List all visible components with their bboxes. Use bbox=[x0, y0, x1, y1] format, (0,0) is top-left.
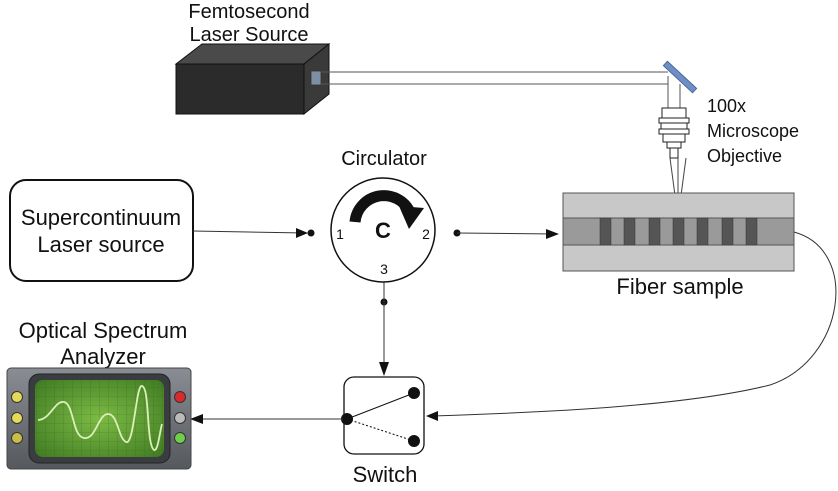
osa-label-line2: Analyzer bbox=[60, 344, 146, 369]
circulator-label: Circulator bbox=[341, 148, 427, 170]
led-right-green bbox=[174, 432, 186, 444]
port1-label: 1 bbox=[336, 226, 344, 242]
fiber-sample-label: Fiber sample bbox=[616, 274, 743, 299]
objective-label-line1: 100x bbox=[707, 96, 746, 116]
osa-label-line1: Optical Spectrum bbox=[19, 318, 188, 343]
mirror-icon bbox=[662, 60, 698, 94]
supercontinuum-source-box bbox=[9, 179, 194, 282]
fiber-sample bbox=[562, 192, 795, 272]
laser-aperture bbox=[310, 70, 322, 86]
led-left-3 bbox=[11, 432, 23, 444]
led-left-1 bbox=[11, 391, 23, 403]
optical-switch-icon bbox=[341, 376, 425, 455]
port1-connector bbox=[307, 229, 315, 237]
circulator-symbol: C bbox=[375, 218, 391, 243]
laser-beam bbox=[321, 71, 681, 110]
microscope-objective-icon bbox=[658, 107, 690, 159]
led-right-grey bbox=[174, 412, 186, 424]
fiber-link-source-to-circulator bbox=[192, 230, 306, 234]
arrow-into-switch-right bbox=[426, 411, 438, 421]
port2-label: 2 bbox=[422, 226, 430, 242]
laser-top-face bbox=[174, 43, 331, 65]
circular-arrow-icon bbox=[349, 190, 424, 229]
laser-front-face bbox=[175, 63, 305, 115]
arrow-into-switch-top bbox=[379, 362, 389, 376]
port3-label: 3 bbox=[380, 261, 388, 277]
led-left-2 bbox=[11, 412, 23, 424]
arrow-into-fiber-sample bbox=[546, 229, 559, 239]
fiber-link-circulator-to-sample bbox=[456, 232, 556, 235]
supercontinuum-label-line2: Laser source bbox=[37, 232, 164, 257]
supercontinuum-label-line1: Supercontinuum bbox=[21, 205, 181, 230]
osa-trace bbox=[37, 385, 163, 451]
grating-marks bbox=[599, 217, 758, 246]
fiber-link-sample-to-switch bbox=[431, 231, 837, 417]
arrow-into-port1 bbox=[296, 228, 308, 238]
osa-screen-grid bbox=[35, 380, 164, 457]
led-right-red bbox=[174, 391, 186, 403]
laser-label-line2: Laser Source bbox=[190, 24, 309, 46]
objective-label-line2: Microscope bbox=[707, 121, 799, 141]
femtosecond-laser bbox=[174, 42, 331, 116]
arrow-into-osa bbox=[190, 414, 203, 424]
spectrum-analyzer-icon bbox=[6, 367, 192, 470]
laser-label-line1: Femtosecond bbox=[188, 1, 309, 23]
objective-label-line3: Objective bbox=[707, 146, 782, 166]
switch-label: Switch bbox=[353, 462, 418, 487]
